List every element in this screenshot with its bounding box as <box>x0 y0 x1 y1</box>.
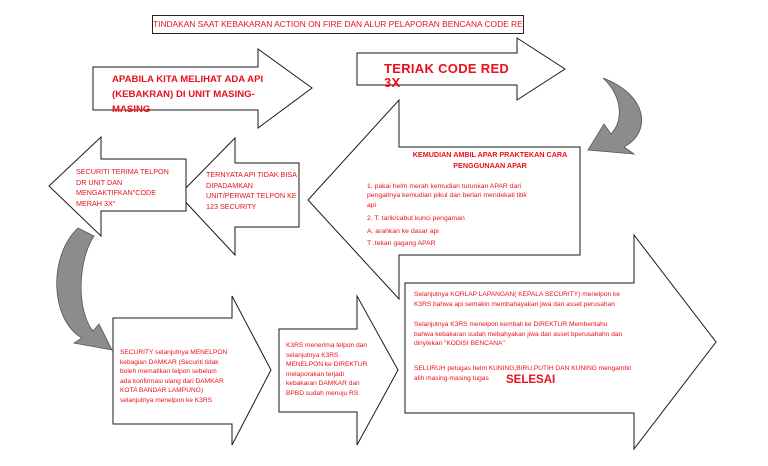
arrow-teriak <box>356 37 566 101</box>
apar-step: A. arahkan ke dasar api <box>367 227 439 235</box>
box-securiti-text: SECURITI TERIMA TELPON DR UNIT DAN MENGA… <box>76 167 169 208</box>
apar-step: T .tekan gagang APAR <box>367 240 436 248</box>
apar-step: pengaitnya kemudian pikul dan berlari me… <box>367 192 527 200</box>
box-final-p3: SELURUH petugas helm KUNING,BIRU,PUTIH D… <box>414 365 631 382</box>
arrow-k3rs <box>278 294 399 446</box>
box-damkar-text: SECURITY selanjutnya MENELPON kebagian D… <box>120 349 228 404</box>
apar-step: api <box>367 201 377 209</box>
selesai-label: SELESAI <box>506 374 556 386</box>
apar-step: 1. pakai helm merah kemudian turunkan AP… <box>367 183 522 190</box>
box-tidak-bisa-text: TERNYATA API TIDAK BISA DIPADAMKAN UNIT/… <box>206 170 297 211</box>
box-teriak-text: TERIAK CODE RED 3X <box>384 61 510 90</box>
box-k3rs-text: K3RS menerima telpon dan selanjutnya K3R… <box>286 342 368 397</box>
apar-step: 2. T. tarik/cabut kunci pengaman <box>367 215 465 223</box>
curved-connector-left <box>56 227 113 351</box>
apar-steps-list: 1. pakai helm merah kemudian turunkan AP… <box>367 182 577 248</box>
curved-connector-top-right <box>587 77 642 155</box>
box-final-p2: Selanjutnya K3RS menelpon kembali ke DIR… <box>414 321 623 348</box>
arrow-apar <box>307 98 581 301</box>
box-kebakaran-text: APABILA KITA MELIHAT ADA API (KEBAKRAN) … <box>112 74 264 115</box>
page-title: TINDAKAN SAAT KEBAKARAN ACTION ON FIRE D… <box>152 15 524 34</box>
arrow-final <box>404 233 717 451</box>
arrow-tidak-bisa <box>178 136 300 257</box>
box-apar-heading: KEMUDIAN AMBIL APAR PRAKTEKAN CARA PENGG… <box>412 150 568 170</box>
box-final-p1: Selanjutnya KORLAP LAPANGAN( KEPALA SECU… <box>414 291 620 308</box>
arrow-securiti <box>48 135 187 238</box>
arrow-damkar <box>112 295 272 446</box>
arrow-kebakaran <box>92 48 313 129</box>
